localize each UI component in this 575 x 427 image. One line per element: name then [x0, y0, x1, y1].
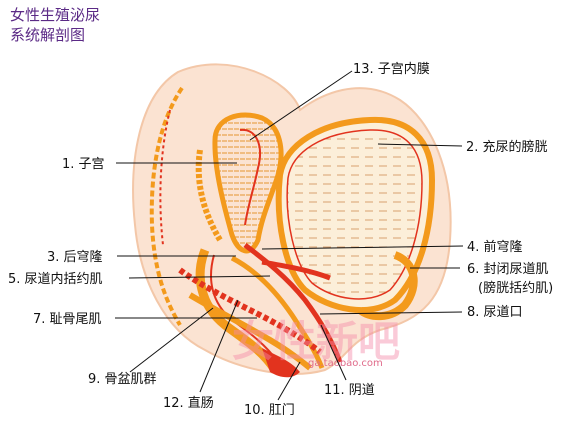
leader-lines — [115, 70, 464, 401]
label-urethral-closure-muscle: 6. 封闭尿道肌 — [467, 262, 549, 277]
label-anus: 10. 肛门 — [244, 403, 295, 418]
label-uterus: 1. 子宫 — [62, 157, 105, 172]
pelvic-floor-muscles — [178, 267, 322, 355]
label-pubococcygeus: 7. 耻骨尾肌 — [33, 312, 102, 327]
endometrium — [239, 128, 261, 226]
rectum — [195, 248, 279, 373]
uterus — [212, 112, 284, 254]
watermark-url: ga.taobao.com — [308, 358, 383, 369]
pelvic-wall — [149, 86, 184, 327]
label-rectum: 12. 直肠 — [163, 396, 214, 411]
label-urethral-opening: 8. 尿道口 — [467, 305, 523, 320]
label-endometrium: 13. 子宫内膜 — [353, 61, 430, 77]
diagram-title-line1: 女性生殖泌尿 — [10, 6, 101, 24]
vagina — [243, 243, 343, 363]
anal-sphincter — [262, 348, 300, 378]
label-full-bladder: 2. 充尿的膀胱 — [466, 139, 548, 155]
label-anterior-fornix: 4. 前穹隆 — [467, 239, 523, 255]
label-posterior-fornix: 3. 后穹隆 — [47, 249, 103, 265]
diagram-title-line2: 系统解剖图 — [10, 26, 86, 44]
svg-text:女性新吧: 女性新吧 — [232, 317, 400, 366]
label-pelvic-muscles: 9. 骨盆肌群 — [88, 372, 157, 387]
bladder-sphincter — [357, 251, 418, 321]
label-vagina: 11. 阴道 — [324, 383, 375, 398]
label-internal-urethral-sphincter: 5. 尿道内括约肌 — [8, 271, 103, 287]
urethral-sphincter — [261, 259, 331, 281]
label-bladder-sphincter: (膀胱括约肌) — [478, 280, 553, 296]
